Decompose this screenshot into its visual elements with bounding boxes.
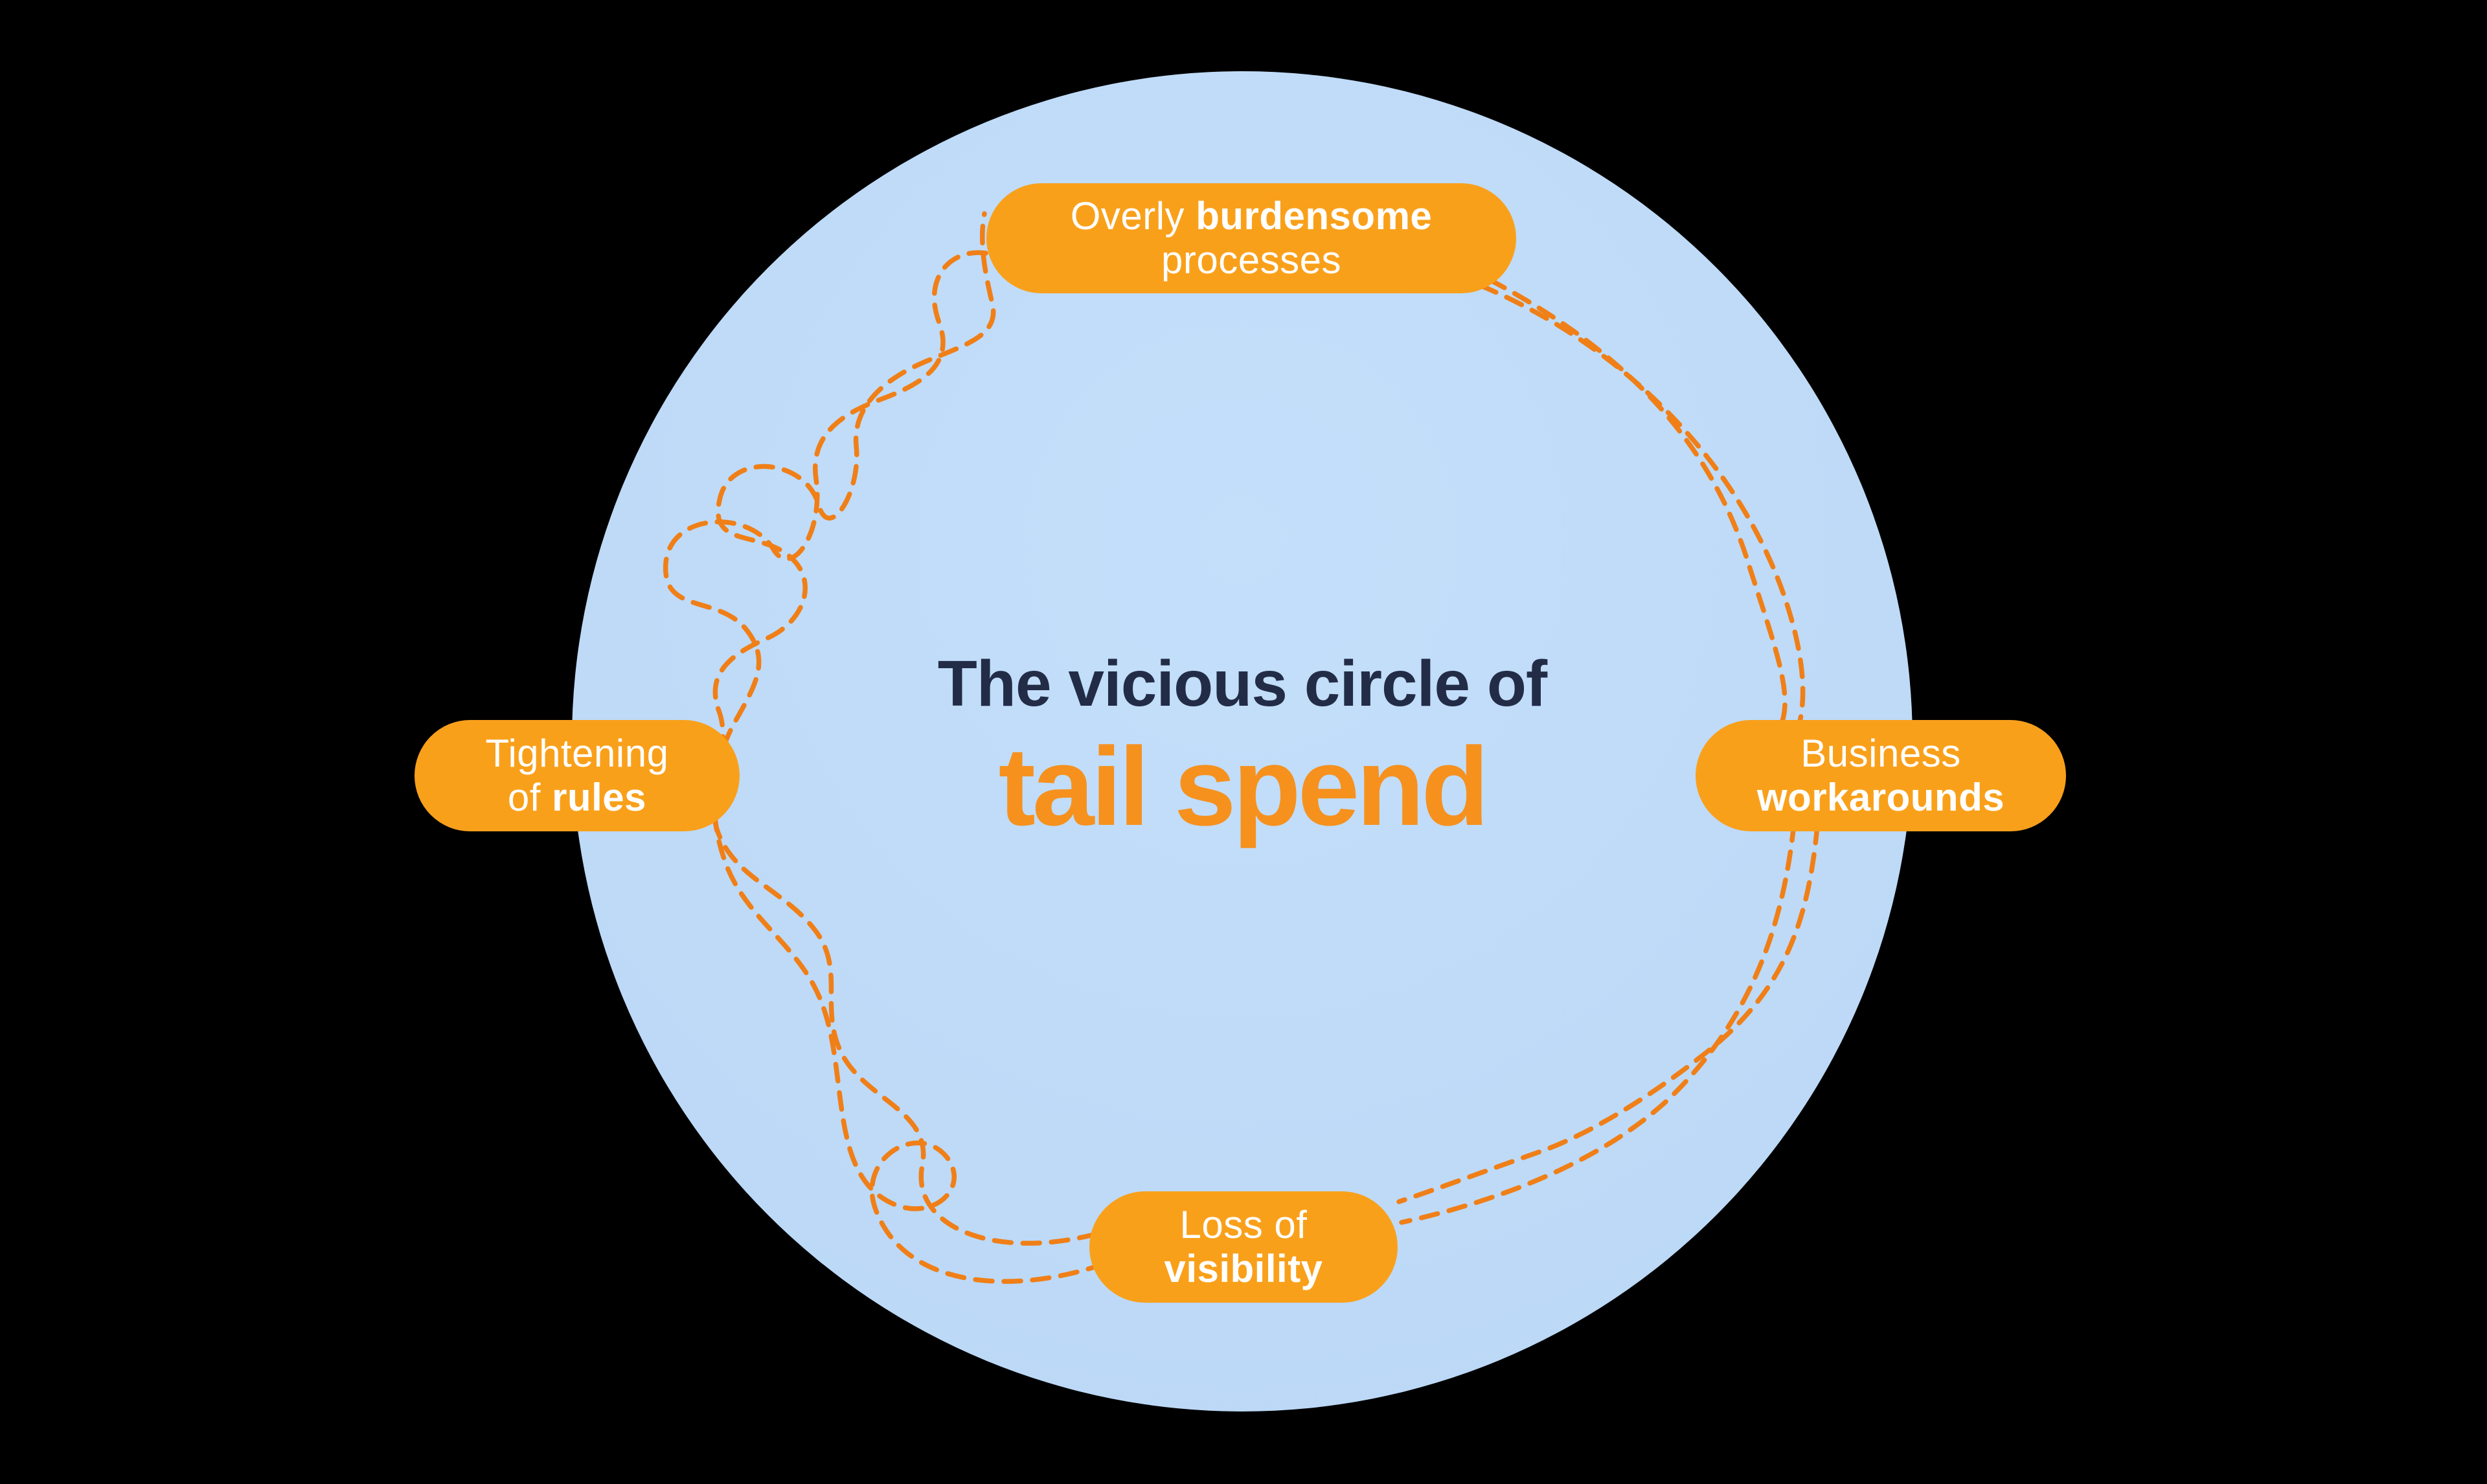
node-loss-of-visibility: Loss of visibility	[1089, 1191, 1398, 1303]
scribble-right-strand-outer-upper	[1451, 273, 1806, 732]
node-bottom-line1: Loss of	[1180, 1203, 1308, 1247]
scribble-left-strand-inner	[710, 211, 1098, 1246]
node-left-line2-regular: of	[507, 776, 552, 819]
node-business-workarounds: Business workarounds	[1696, 720, 2066, 831]
node-overly-burdensome-processes: Overly burdensome processes	[986, 183, 1516, 293]
node-top-line2: processes	[1161, 238, 1341, 282]
background-circle	[572, 71, 1913, 1411]
title-line-1: The vicious circle of	[937, 647, 1547, 720]
scribble-right-strand-outer-lower	[1399, 821, 1797, 1225]
node-left-line1: Tightening	[486, 732, 669, 776]
node-tightening-of-rules: Tightening of rules	[414, 720, 740, 831]
node-left-line2: of rules	[508, 776, 646, 820]
node-left-line2-bold: rules	[552, 776, 647, 819]
node-left-line1-regular: Tightening	[485, 732, 669, 775]
node-top-line1-regular: Overly	[1070, 194, 1196, 238]
node-right-line1-regular: Business	[1800, 732, 1961, 775]
scribble-right-strand-inner-upper	[1487, 277, 1788, 730]
node-top-line1-bold: burdensome	[1196, 194, 1433, 238]
node-top-line2-regular: processes	[1161, 238, 1341, 282]
scribble-right-strand-inner-lower	[1396, 824, 1820, 1204]
node-right-line2-bold: workarounds	[1756, 776, 2005, 819]
node-bottom-line2: visibility	[1164, 1247, 1323, 1291]
node-top-line1: Overly burdensome	[1071, 194, 1433, 238]
node-bottom-line1-regular: Loss of	[1179, 1203, 1308, 1246]
node-right-line1: Business	[1800, 732, 1960, 776]
node-bottom-line2-bold: visibility	[1164, 1247, 1323, 1290]
scribble-left-strand-outer	[663, 189, 1107, 1284]
diagram-title: The vicious circle of tail spend	[572, 649, 1913, 846]
title-line-2: tail spend	[998, 725, 1490, 849]
node-right-line2: workarounds	[1757, 776, 2004, 820]
